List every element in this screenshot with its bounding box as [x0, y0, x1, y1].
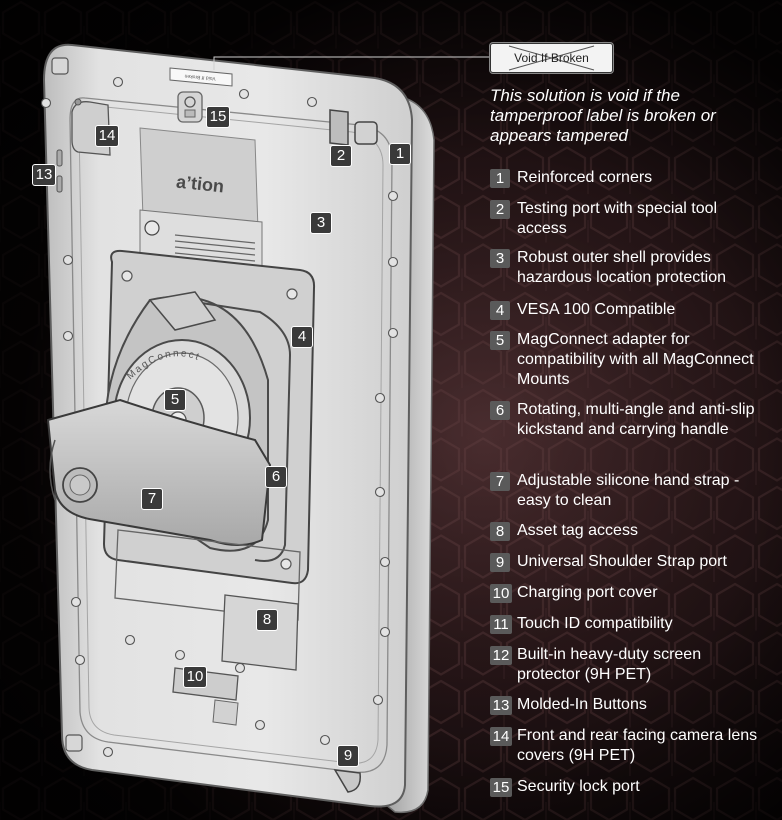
- feature-text: Built-in heavy-duty screen protector (9H…: [517, 646, 702, 683]
- feature-text: Touch ID compatibility: [517, 615, 673, 632]
- void-if-broken-label: Void If Broken: [490, 43, 613, 73]
- device-marker-1: 1: [389, 143, 411, 165]
- device-marker-13: 13: [32, 164, 56, 186]
- device-marker-6: 6: [265, 466, 287, 488]
- feature-text: Charging port cover: [517, 584, 658, 601]
- feature-number: 13: [490, 696, 512, 715]
- feature-number: 2: [490, 200, 510, 219]
- feature-number: 4: [490, 301, 510, 320]
- device-marker-3: 3: [310, 212, 332, 234]
- feature-number: 12: [490, 646, 512, 665]
- feature-number: 15: [490, 778, 512, 797]
- feature-number: 9: [490, 553, 510, 572]
- device-marker-4: 4: [291, 326, 313, 348]
- feature-text: Rotating, multi-angle and anti-slip kick…: [517, 401, 755, 438]
- device-marker-2: 2: [330, 145, 352, 167]
- feature-number: 3: [490, 249, 510, 268]
- device-marker-10: 10: [183, 666, 207, 688]
- feature-text: Reinforced corners: [517, 169, 653, 186]
- feature-text: Testing port with special tool access: [517, 200, 718, 237]
- void-note: This solution is void if the tamperproof…: [490, 86, 716, 145]
- device-marker-15: 15: [206, 106, 230, 128]
- feature-text: Asset tag access: [517, 522, 638, 539]
- device-marker-14: 14: [95, 125, 119, 147]
- tamper-sticker: Void If Broken: [184, 73, 216, 82]
- device-marker-5: 5: [164, 389, 186, 411]
- feature-number: 11: [490, 615, 512, 634]
- feature-text: Security lock port: [517, 778, 640, 795]
- device-marker-8: 8: [256, 609, 278, 631]
- feature-number: 8: [490, 522, 510, 541]
- feature-number: 1: [490, 169, 510, 188]
- feature-number: 7: [490, 472, 510, 491]
- feature-number: 10: [490, 584, 512, 603]
- feature-number: 5: [490, 331, 510, 350]
- feature-text: Universal Shoulder Strap port: [517, 553, 727, 570]
- feature-number: 14: [490, 727, 512, 746]
- device-marker-9: 9: [337, 745, 359, 767]
- feature-text: Molded-In Buttons: [517, 696, 647, 713]
- feature-text: MagConnect adapter for compatibility wit…: [517, 331, 754, 388]
- feature-text: Robust outer shell provides hazardous lo…: [517, 249, 727, 286]
- device-marker-7: 7: [141, 488, 163, 510]
- feature-text: VESA 100 Compatible: [517, 301, 676, 318]
- void-label-text: Void If Broken: [514, 51, 589, 65]
- feature-text: Front and rear facing camera lens covers…: [517, 727, 758, 764]
- brand-logo: a’tion: [175, 172, 225, 197]
- feature-number: 6: [490, 401, 510, 420]
- feature-text: Adjustable silicone hand strap - easy to…: [517, 472, 740, 509]
